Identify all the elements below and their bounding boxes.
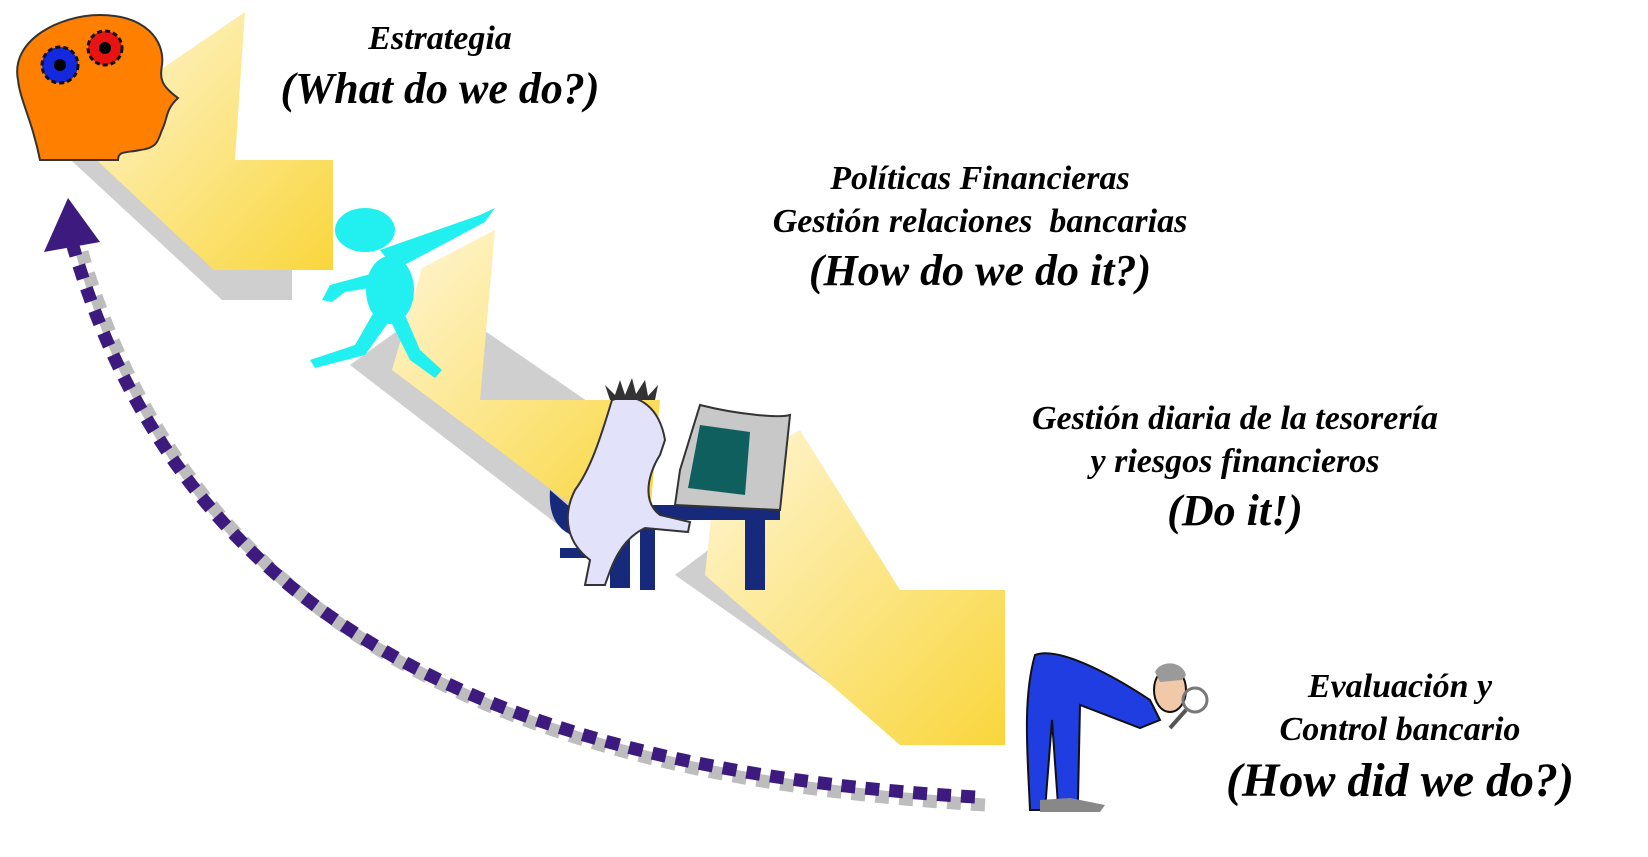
walker-legs — [310, 310, 442, 378]
person-at-computer-icon — [549, 378, 792, 590]
stage-3-title-line-2: y riesgos financieros — [1090, 442, 1380, 480]
feedback-arrow-shadow — [75, 250, 986, 812]
gear-blue-hub — [54, 59, 66, 71]
stage-3-label: Gestión diaria de la tesorería y riesgos… — [955, 398, 1515, 538]
monitor-screen — [688, 425, 750, 495]
arrow-1 — [88, 12, 333, 270]
stage-2-question: (How do we do it?) — [808, 246, 1152, 295]
stage-3-question: (Do it!) — [1167, 486, 1303, 535]
stage-4-question: (How did we do?) — [1226, 754, 1574, 807]
magnifier-lens-icon — [1181, 686, 1209, 714]
inspector-hair — [1155, 663, 1186, 682]
desk — [640, 505, 780, 590]
magnifier-handle — [1168, 708, 1188, 730]
walker-head — [335, 208, 395, 252]
stage-4-title-line-2: Control bancario — [1279, 710, 1521, 748]
gear-red-hub — [99, 42, 111, 54]
user-body — [566, 396, 692, 586]
stage-1-label: Estrategia (What do we do?) — [250, 18, 630, 116]
walker-back-arm — [322, 272, 382, 302]
walking-figure-icon — [310, 208, 495, 378]
inspector-suit — [1025, 652, 1162, 811]
stage-1-title: Estrategia — [368, 20, 512, 57]
stage-4-label: Evaluación y Control bancario (How did w… — [1170, 666, 1630, 811]
feedback-arrow-line — [66, 244, 976, 804]
stage-2-title-line-2: Gestión relaciones bancarias — [772, 202, 1188, 240]
inspector-shoes — [1040, 798, 1105, 812]
stage-2-label: Políticas Financieras Gestión relaciones… — [700, 158, 1260, 298]
stage-1-question: (What do we do?) — [280, 63, 600, 113]
feedback-arrowhead-icon — [44, 198, 100, 252]
stage-2-title-line-1: Políticas Financieras — [830, 160, 1130, 197]
man-with-magnifier-icon — [1025, 652, 1209, 812]
arrow-2 — [392, 230, 660, 515]
head-with-gears-icon — [16, 13, 180, 161]
user-hair — [605, 378, 658, 400]
stage-4-title-line-1: Evaluación y — [1307, 668, 1493, 705]
walker-arm — [380, 208, 495, 270]
feedback-arrow — [44, 198, 986, 812]
stage-3-title-line-1: Gestión diaria de la tesorería — [1031, 400, 1439, 437]
